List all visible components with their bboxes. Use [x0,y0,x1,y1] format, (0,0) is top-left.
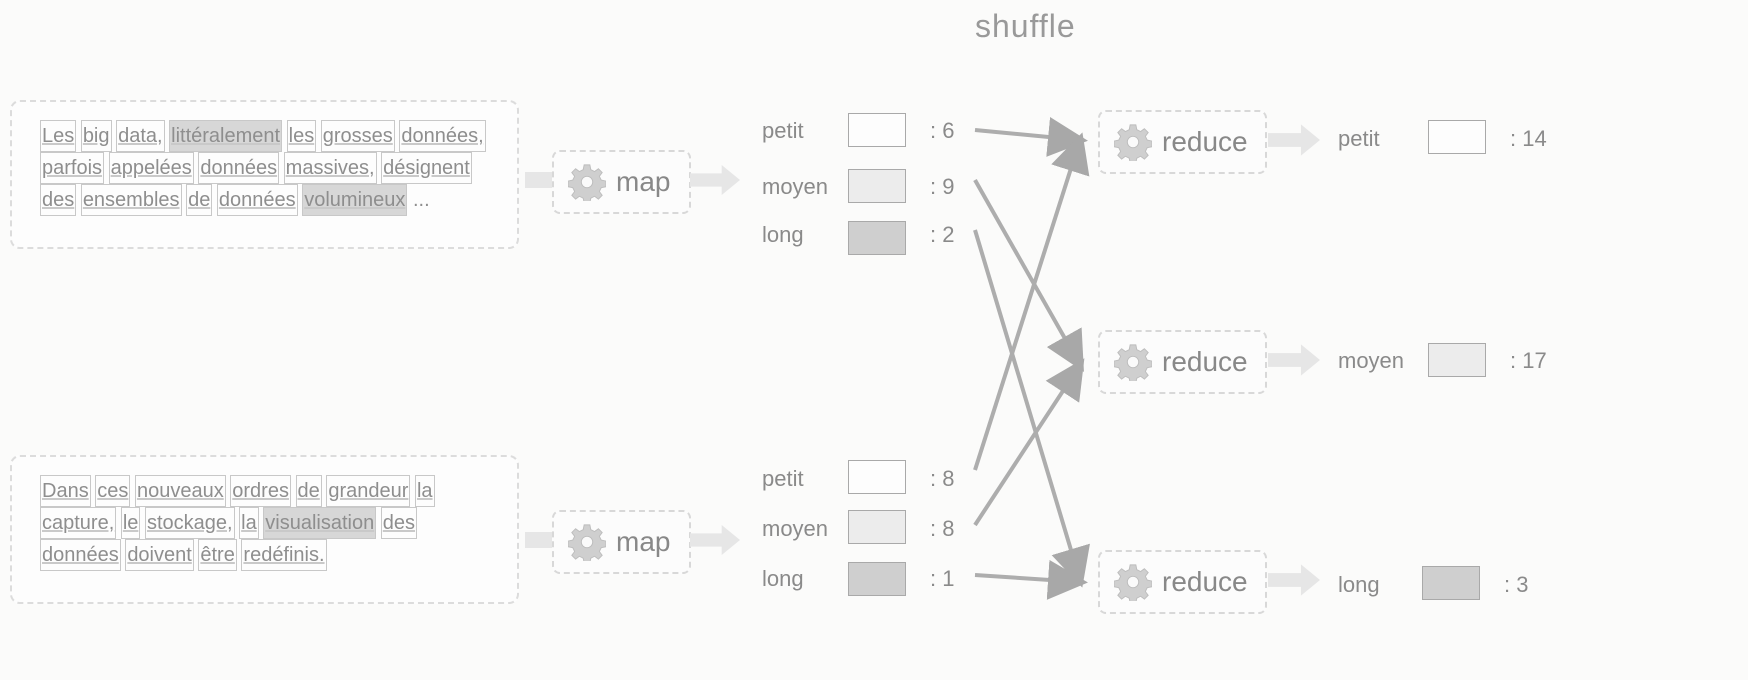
word-token: volumineux [302,184,408,216]
swatch-long [848,562,906,596]
word-token: ensembles [80,184,182,216]
gear-icon [1113,343,1153,384]
shuffle-arrow [973,179,1084,372]
map1-count-petit: : 6 [930,118,955,143]
result-count-long: : 3 [1504,572,1529,597]
swatch-petit [1428,120,1486,154]
map1-key-long: long [762,222,804,247]
word-token: littéralement [169,120,283,152]
reduce-label: reduce [1162,346,1248,377]
word-token: ordres [230,475,291,507]
word-token: Les [40,120,77,152]
map2-count-long: : 1 [930,566,955,591]
word-token: stockage, [144,507,235,539]
map2-count-moyen: : 8 [930,516,955,541]
shuffle-arrow [973,229,1090,588]
document-line: des ensembles de données volumineux ... [40,184,485,216]
map-box-1: map [552,150,691,214]
word-token: grandeur [326,475,411,507]
arrow-right-icon [1268,120,1320,160]
shuffle-arrow [973,358,1085,527]
word-token: de [295,475,322,507]
word-token: massives, [283,152,377,184]
map2-key-long: long [762,566,804,591]
word-token: nouveaux [134,475,226,507]
arrow-right-icon [690,160,740,200]
word-token: données, [399,120,486,152]
arrow-right-icon [690,520,740,560]
map1-count-long: : 2 [930,222,955,247]
result-key-petit: petit [1338,126,1380,151]
reduce-label: reduce [1162,566,1248,597]
swatch-long [848,221,906,255]
swatch-moyen [1428,343,1486,377]
reduce-box-moyen: reduce [1098,330,1267,394]
gear-icon [567,523,607,564]
word-token: doivent [125,539,194,571]
document-1-text: Les big data, littéralement les grosses … [40,120,486,216]
map1-key-petit: petit [762,118,804,143]
word-token: être [198,539,237,571]
swatch-petit [848,113,906,147]
word-token: grosses [320,120,395,152]
document-line: Les big data, littéralement les grosses … [40,120,486,152]
swatch-moyen [848,510,906,544]
map1-count-moyen: : 9 [930,174,955,199]
word-token: les [286,120,317,152]
word-token: la [414,475,435,507]
word-token: données [198,152,280,184]
map2-count-petit: : 8 [930,466,955,491]
diagram-title: shuffle [975,8,1076,44]
word-token: redéfinis. [241,539,327,571]
result-key-moyen: moyen [1338,348,1405,373]
word-token: des [380,507,418,539]
word-token: ... [412,189,430,211]
reduce-box-petit: reduce [1098,110,1267,174]
map2-key-petit: petit [762,466,804,491]
word-token: des [40,184,77,216]
word-token: ces [95,475,131,507]
result-count-petit: : 14 [1510,126,1547,151]
swatch-petit [848,460,906,494]
word-token: visualisation [263,507,377,539]
result-key-long: long [1338,572,1380,597]
map-label: map [616,166,671,197]
map-box-2: map [552,510,691,574]
word-token: parfois [40,152,105,184]
word-token: capture, [40,507,117,539]
word-token: Dans [40,475,91,507]
arrow-right-icon [1268,560,1320,600]
shuffle-arrow [973,132,1090,471]
reduce-box-long: reduce [1098,550,1267,614]
word-token: appelées [108,152,194,184]
shuffle-arrow [974,117,1088,157]
shuffle-arrow [974,559,1088,600]
swatch-moyen [848,169,906,203]
word-token: la [239,507,259,539]
word-token: désignent [381,152,472,184]
word-token: data, [116,120,165,152]
gear-icon [1113,123,1153,164]
word-token: le [120,507,141,539]
word-token: données [40,539,121,571]
word-token: big [80,120,112,152]
input-document-1: Les big data, littéralement les grosses … [10,100,519,249]
word-token: de [186,184,213,216]
result-count-moyen: : 17 [1510,348,1547,373]
document-line: Dans ces nouveaux ordres de grandeur la [40,475,435,507]
arrow-right-icon [1268,340,1320,380]
map2-key-moyen: moyen [762,516,829,541]
document-line: données doivent être redéfinis. [40,539,434,571]
gear-icon [1113,563,1153,604]
document-line: capture, le stockage, la visualisation d… [40,507,434,539]
reduce-label: reduce [1162,126,1248,157]
swatch-long [1422,566,1480,600]
document-line: parfois appelées données massives, désig… [40,152,485,184]
word-token: données [216,184,298,216]
map1-key-moyen: moyen [762,174,829,199]
map-label: map [616,526,671,557]
